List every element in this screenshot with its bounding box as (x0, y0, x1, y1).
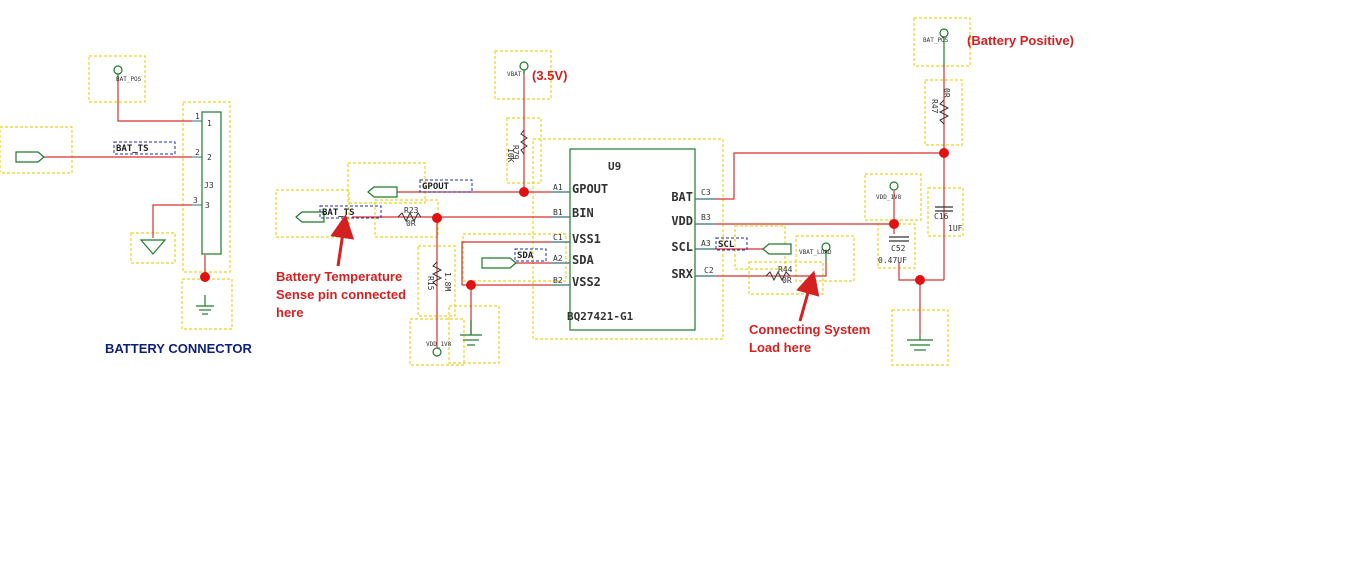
c16-ref: C16 (934, 212, 949, 221)
pin-name-bat: BAT (671, 190, 693, 204)
triangle-ground-icon (139, 239, 167, 255)
pin-name-vdd: VDD (671, 214, 693, 228)
pin-name-sda: SDA (572, 253, 594, 267)
load-note-line2: Load here (749, 340, 811, 355)
r47-value: 0R (942, 88, 951, 98)
pin-num-a1: A1 (553, 183, 563, 192)
annotations: (3.5V) (Battery Positive) Battery Temper… (105, 33, 1074, 356)
connector-j3: 1 2 3 1 2 3 J3 BAT_POS (116, 76, 222, 255)
net-label-sda: SDA (517, 251, 534, 261)
vdd-1v8-power-icon (432, 347, 442, 357)
c52-ref: C52 (891, 244, 906, 253)
pin-name-vss2: VSS2 (572, 275, 601, 289)
load-arrow-icon (796, 270, 820, 322)
pin-num-a2: A2 (553, 254, 563, 263)
r15-symbol (431, 261, 443, 287)
power-symbols (113, 28, 949, 357)
pin-num-c1: C1 (553, 233, 563, 242)
pin-num-c3: C3 (701, 188, 711, 197)
pin-name-srx: SRX (671, 267, 693, 281)
ground-icon (907, 335, 933, 351)
c16-value: 1UF (948, 224, 963, 233)
r15-ref: R15 (426, 276, 435, 291)
net-labels: BAT_TS GPOUT BAT_TS SDA SCL (116, 144, 735, 261)
vbat-voltage-note: (3.5V) (532, 68, 567, 83)
vbat-power-icon (519, 61, 529, 71)
r44-value: 0R (782, 276, 792, 285)
vdd-1v8-right-power-icon (889, 181, 899, 191)
ic-part-number: BQ27421-G1 (567, 310, 634, 323)
net-label-gpout: GPOUT (422, 182, 450, 192)
power-stems (117, 37, 945, 262)
ic-u9: U9 BQ27421-G1 A1 GPOUT B1 BIN C1 VSS1 A2… (552, 148, 715, 331)
ground-icon (196, 295, 214, 315)
bat-pos-right-power-icon (939, 28, 949, 38)
bat-ts-port-icon (15, 151, 45, 163)
temp-sense-note-line1: Battery Temperature (276, 269, 402, 284)
capacitor-symbols (889, 206, 953, 242)
r23-symbol (397, 211, 422, 223)
pin-num-a3: A3 (701, 239, 711, 248)
j3-pin2-num: 2 (195, 148, 200, 157)
c52-value: 0.47UF (878, 256, 907, 265)
battery-connector-title: BATTERY CONNECTOR (105, 341, 252, 356)
vdd-1v8-label: VDD_1V8 (426, 341, 452, 348)
pin-num-b2: B2 (553, 276, 563, 285)
bat-pos-power-icon (113, 65, 123, 75)
j3-pin3-num: 3 (193, 196, 198, 205)
pin-num-c2: C2 (704, 266, 714, 275)
j3-pin1-num: 1 (195, 112, 200, 121)
temp-arrow-icon (330, 214, 355, 267)
wires (44, 65, 945, 347)
r79-symbol (520, 129, 528, 155)
r23-ref: R23 (404, 206, 419, 215)
j3-pin3-label: 3 (205, 201, 210, 210)
r47-symbol (938, 99, 950, 125)
r15-value: 1.8M (443, 272, 452, 291)
pin-name-gpout: GPOUT (572, 182, 608, 196)
r23-value: 0R (406, 219, 416, 228)
pin-name-scl: SCL (671, 240, 693, 254)
bat-pos-right-label: BAT_POS (923, 37, 949, 44)
scl-port-icon (762, 243, 792, 255)
pin-name-vss1: VSS1 (572, 232, 601, 246)
gpout-port-icon (367, 186, 398, 198)
vdd-1v8-right-label: VDD_1V8 (876, 194, 902, 201)
vbat-label: VBAT (507, 71, 522, 78)
j3-pin2-label: 2 (207, 153, 212, 162)
bat-pos-label: BAT_POS (116, 76, 142, 83)
pin-num-b3: B3 (701, 213, 711, 222)
net-label-boxes (113, 141, 748, 262)
battery-positive-note: (Battery Positive) (967, 33, 1074, 48)
r44-ref: R44 (778, 265, 793, 274)
r79-ref: R79 (511, 145, 520, 160)
load-note-line1: Connecting System (749, 322, 870, 337)
vbat-load-label: VBAT_LOAD (799, 249, 832, 256)
net-label-scl: SCL (718, 240, 735, 250)
j3-ref: J3 (204, 181, 214, 190)
pin-name-bin: BIN (572, 206, 594, 220)
j3-pin1-label: 1 (207, 119, 212, 128)
component-labels: VBAT R79 10K R23 0R R15 1.8M VDD_1V8 R44… (404, 37, 963, 348)
net-label-bat-ts-2: BAT_TS (322, 208, 355, 218)
r44-symbol (765, 270, 791, 282)
r47-ref: R47 (930, 99, 939, 114)
r79-value: 10K (506, 148, 515, 163)
bat-ts-port-icon-2 (295, 211, 325, 223)
ic-ref: U9 (608, 160, 621, 173)
ground-icon (460, 320, 482, 346)
pin-num-b1: B1 (553, 208, 563, 217)
temp-sense-note-line2: Sense pin connected (276, 287, 406, 302)
ground-symbols (139, 239, 933, 351)
off-page-connectors (15, 151, 792, 269)
temp-sense-note-line3: here (276, 305, 303, 320)
sda-port-icon (481, 257, 517, 269)
net-label-bat-ts: BAT_TS (116, 144, 149, 154)
resistor-symbols (397, 99, 950, 287)
junction-dots (200, 148, 949, 290)
